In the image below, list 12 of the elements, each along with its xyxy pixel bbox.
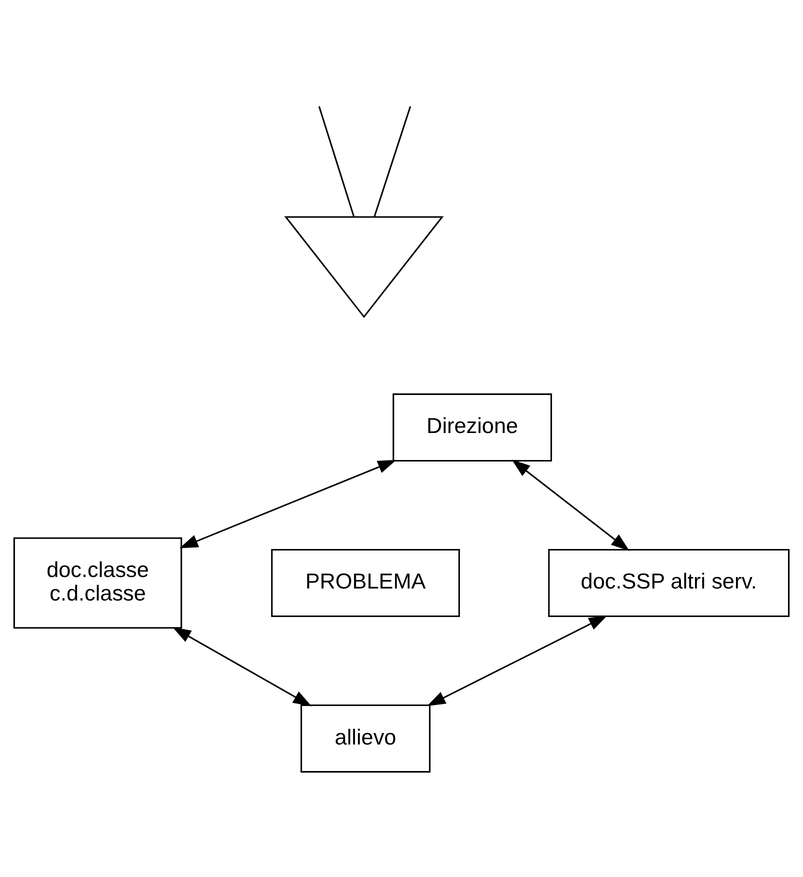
node-triangle: [284, 216, 444, 318]
connector: [318, 106, 355, 217]
node-box: doc.SSP altri serv.: [548, 548, 790, 618]
node-box: Direzione: [392, 393, 552, 462]
node-box: allievo: [300, 704, 431, 773]
node-box: PROBLEMA: [271, 548, 460, 618]
arrow: [179, 460, 396, 548]
arrow: [172, 627, 312, 706]
connector: [374, 106, 412, 217]
arrow: [426, 615, 608, 706]
node-box: doc.classe c.d.classe: [13, 537, 182, 629]
arrow: [512, 460, 630, 551]
